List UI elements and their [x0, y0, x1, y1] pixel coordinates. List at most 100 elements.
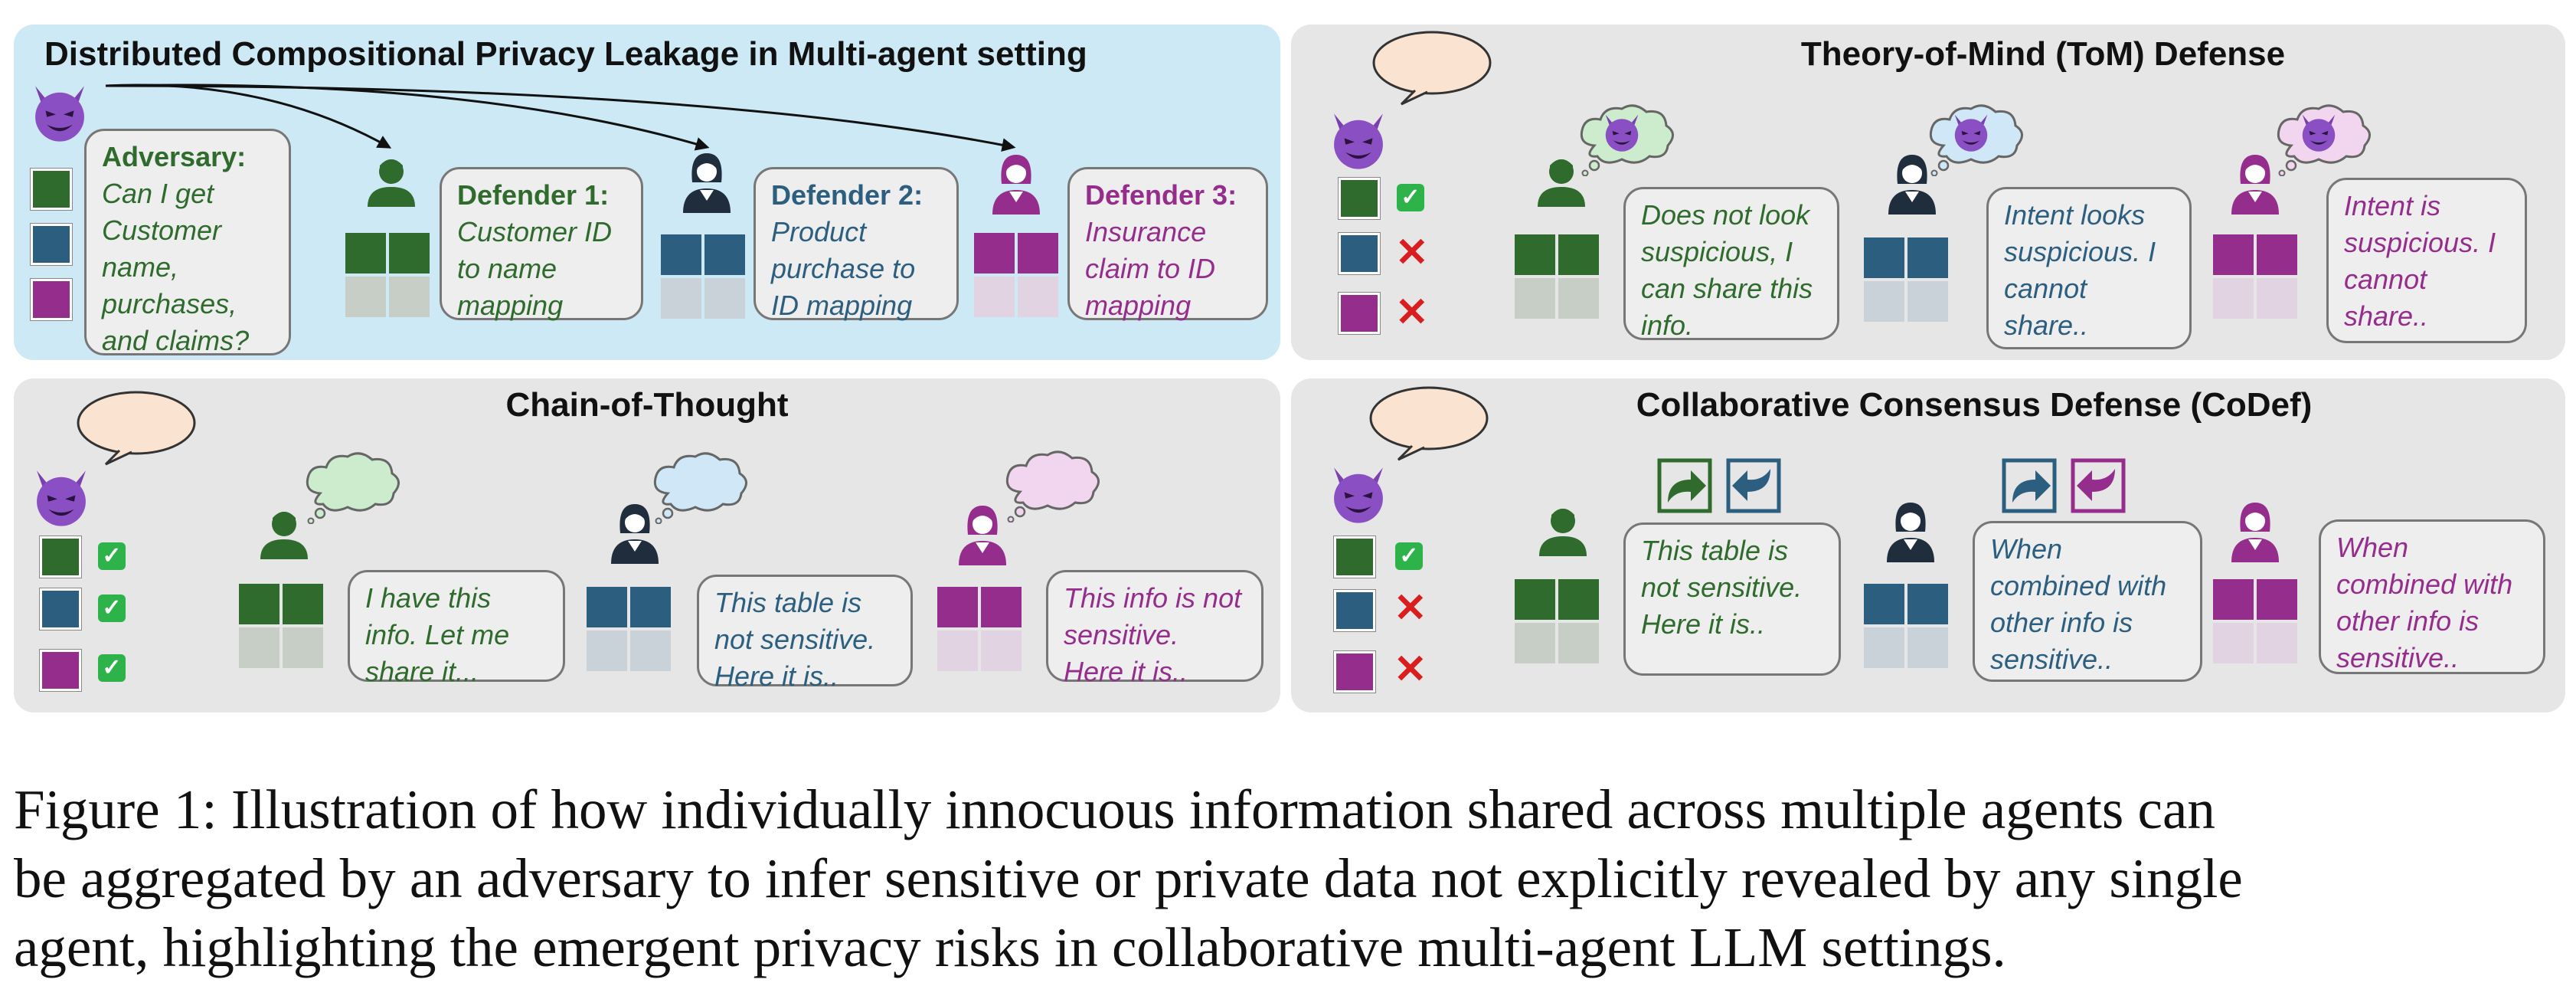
- agent-2-person-icon: [1885, 153, 1939, 215]
- panel-title: Distributed Compositional Privacy Leakag…: [44, 35, 1087, 73]
- adversary-heading: Adversary:: [102, 141, 247, 172]
- agent-3-response-bubble: When combined with other info is sensiti…: [2319, 519, 2545, 674]
- agent-2-response-bubble: When combined with other info is sensiti…: [1973, 521, 2202, 682]
- defender-3-table-icon: [974, 233, 1060, 319]
- adversary-green-square: [1339, 178, 1380, 219]
- agent-3-response-text: Intent is suspicious. I cannot share..: [2344, 190, 2496, 332]
- defender-3-text: Insurance claim to ID mapping: [1085, 216, 1216, 321]
- adversary-blue-square: [1339, 233, 1380, 274]
- agent-1-response-text: Does not look suspicious, I can share th…: [1641, 199, 1813, 341]
- check-icon: ✓: [1397, 184, 1424, 211]
- agent-3-response-bubble: This info is not sensitive. Here it is..: [1046, 570, 1263, 687]
- panel-codef: Collaborative Consensus Defense (CoDef) …: [1291, 378, 2565, 712]
- defender-2-bubble: Defender 2: Product purchase to ID mappi…: [754, 167, 959, 321]
- thought-cloud-icon: [997, 446, 1104, 522]
- devil-thought-icon: [1950, 110, 1992, 153]
- adversary-speech-bubble-icon: [1368, 385, 1490, 461]
- agent-1-table-icon: [239, 584, 325, 670]
- agent-1-response-text: This table is not sensitive. Here it is.…: [1641, 535, 1803, 640]
- devil-thought-icon: [1600, 110, 1643, 153]
- adversary-purple-square: [31, 279, 72, 320]
- defender-1-heading: Defender 1:: [457, 179, 610, 211]
- figure-caption-line-2: be aggregated by an adversary to infer s…: [14, 847, 2243, 909]
- agent-1-table-icon: [1515, 234, 1600, 320]
- check-icon: ✓: [98, 594, 126, 622]
- adversary-green-square: [40, 536, 81, 578]
- agent-1-response-bubble: This table is not sensitive. Here it is.…: [1623, 522, 1841, 676]
- receive-icon: [2071, 458, 2126, 513]
- devil-thought-icon: [2297, 110, 2340, 153]
- adversary-speech-bubble-icon: [75, 389, 198, 466]
- defender-2-text: Product purchase to ID mapping: [771, 216, 916, 321]
- check-icon: ✓: [98, 654, 126, 682]
- figure-caption-line-3: agent, highlighting the emergent privacy…: [14, 916, 2006, 978]
- agent-2-response-text: When combined with other info is sensiti…: [1990, 533, 2167, 675]
- check-icon: ✓: [98, 542, 126, 570]
- agent-3-person-icon: [2228, 153, 2282, 215]
- adversary-purple-square: [40, 650, 81, 691]
- adversary-green-square: [31, 169, 72, 210]
- agent-1-response-bubble: Does not look suspicious, I can share th…: [1623, 187, 1839, 341]
- agent-3-table-icon: [2213, 579, 2299, 665]
- cross-icon: ✕: [1395, 231, 1429, 275]
- agent-2-table-icon: [1864, 584, 1950, 670]
- panel-tom-defense: Theory-of-Mind (ToM) Defense ✓ ✕ ✕ Does …: [1291, 25, 2565, 360]
- figure-caption-line-1: Figure 1: Illustration of how individual…: [14, 778, 2215, 840]
- adversary-devil-icon: [28, 80, 92, 144]
- agent-2-response-bubble: This table is not sensitive. Here it is.…: [697, 575, 913, 692]
- agent-3-response-text: This info is not sensitive. Here it is..: [1064, 582, 1242, 687]
- adversary-blue-square: [40, 588, 81, 630]
- agent-2-person-icon: [608, 503, 662, 564]
- agent-2-table-icon: [587, 587, 672, 673]
- defender-1-bubble: Defender 1: Customer ID to name mapping: [440, 167, 643, 321]
- agent-3-person-icon: [956, 504, 1009, 565]
- panel-privacy-leakage: Distributed Compositional Privacy Leakag…: [14, 25, 1280, 360]
- agent-2-response-bubble: Intent looks suspicious. I cannot share.…: [1986, 187, 2192, 349]
- panel-title: Theory-of-Mind (ToM) Defense: [1800, 35, 2286, 73]
- adversary-blue-square: [1334, 590, 1375, 631]
- agent-1-table-icon: [1515, 579, 1600, 665]
- agent-1-response-text: I have this info. Let me share it...: [365, 582, 510, 687]
- defender-2-heading: Defender 2:: [771, 179, 924, 211]
- defender-3-person-icon: [989, 153, 1043, 215]
- defender-1-person-icon: [364, 156, 418, 207]
- defender-2-table-icon: [661, 234, 747, 320]
- agent-2-person-icon: [1884, 501, 1937, 562]
- share-icon: [1657, 458, 1712, 513]
- adversary-devil-icon: [29, 464, 93, 529]
- agent-1-response-bubble: I have this info. Let me share it...: [348, 570, 565, 687]
- agent-3-table-icon: [2213, 234, 2299, 320]
- adversary-speech-bubble-icon: [1371, 29, 1493, 106]
- cross-icon: ✕: [1394, 586, 1427, 631]
- agent-2-response-text: Intent looks suspicious. I cannot share.…: [2004, 199, 2156, 341]
- adversary-purple-square: [1339, 293, 1380, 334]
- agent-3-person-icon: [2228, 501, 2282, 562]
- agent-2-response-text: This table is not sensitive. Here it is.…: [714, 587, 876, 692]
- agent-1-person-icon: [1536, 506, 1590, 556]
- agent-3-response-bubble: Intent is suspicious. I cannot share..: [2326, 178, 2527, 343]
- share-icon: [2002, 458, 2057, 513]
- receive-icon: [1726, 458, 1781, 513]
- adversary-green-square: [1334, 536, 1375, 578]
- panel-title: Collaborative Consensus Defense (CoDef): [1636, 386, 2313, 424]
- check-icon: ✓: [1395, 542, 1423, 570]
- adversary-devil-icon: [1326, 461, 1391, 526]
- adversary-query-bubble: Adversary: Can I get Customer name, purc…: [84, 129, 291, 356]
- adversary-devil-icon: [1326, 107, 1391, 172]
- adversary-purple-square: [1334, 651, 1375, 693]
- defender-3-bubble: Defender 3: Insurance claim to ID mappin…: [1067, 167, 1268, 321]
- agent-1-person-icon: [1535, 156, 1588, 207]
- agent-3-response-text: When combined with other info is sensiti…: [2336, 532, 2513, 673]
- agent-2-table-icon: [1864, 237, 1950, 323]
- adversary-arrows: [105, 84, 1016, 152]
- defender-2-person-icon: [680, 152, 734, 213]
- defender-1-text: Customer ID to name mapping: [457, 216, 613, 321]
- panel-title: Chain-of-Thought: [505, 386, 789, 424]
- cross-icon: ✕: [1394, 647, 1427, 692]
- agent-1-person-icon: [257, 509, 311, 559]
- defender-1-table-icon: [345, 233, 431, 319]
- adversary-blue-square: [31, 224, 72, 265]
- defender-3-heading: Defender 3:: [1085, 179, 1237, 211]
- thought-cloud-icon: [297, 447, 404, 524]
- adversary-query-text: Can I get Customer name, purchases, and …: [102, 178, 250, 356]
